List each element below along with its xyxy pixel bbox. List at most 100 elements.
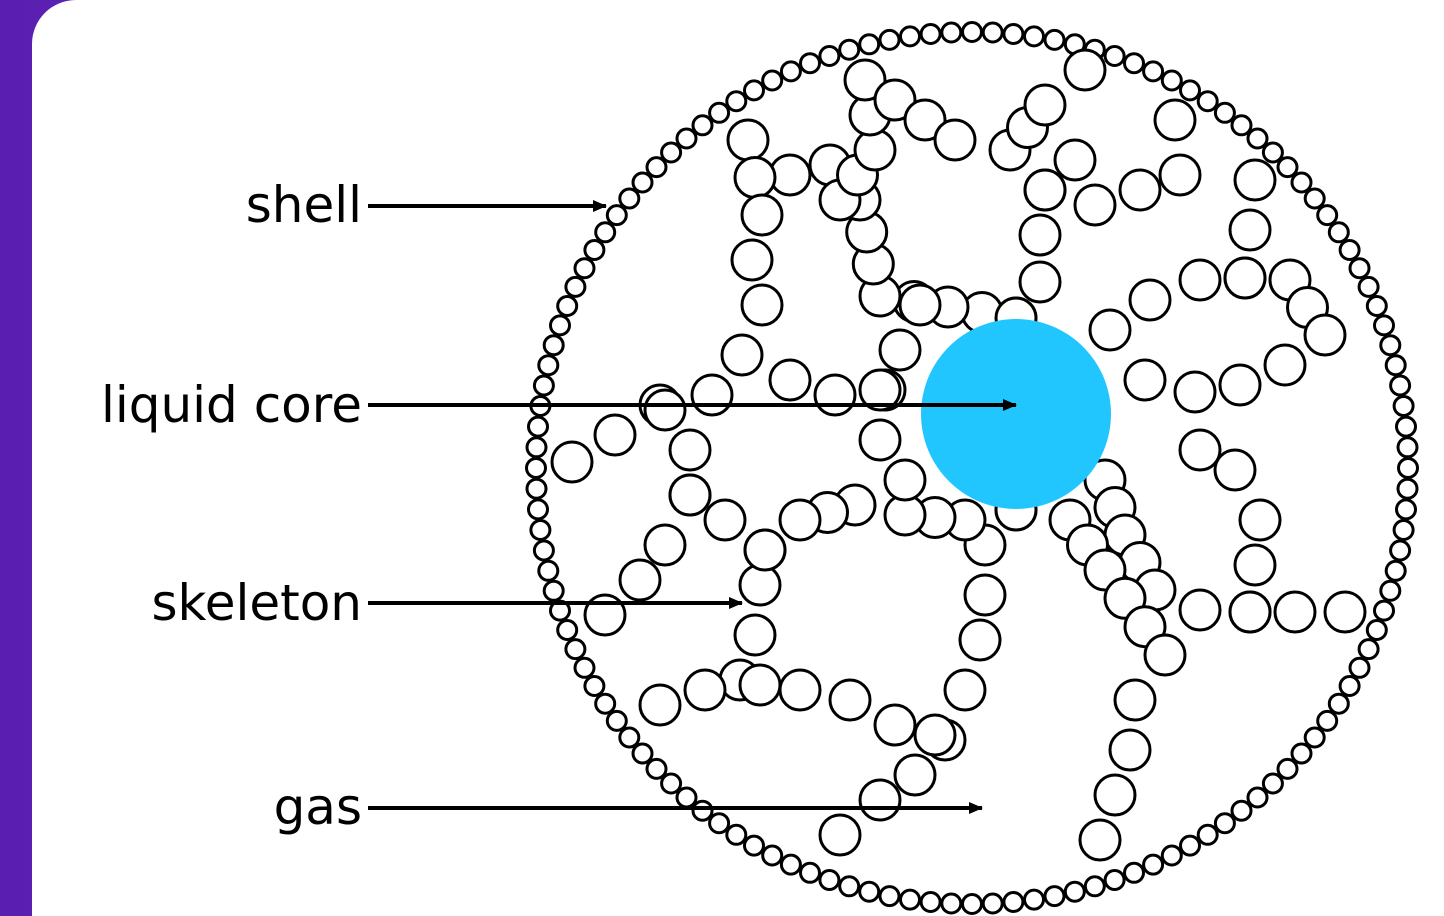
shell-bead [818, 45, 841, 67]
shell-bead [1338, 675, 1361, 697]
skeleton-bead [858, 778, 902, 822]
skeleton-bead [873, 703, 917, 747]
shell-bead [1142, 853, 1165, 876]
shell-bead [532, 374, 555, 397]
skeleton-bead [1178, 588, 1222, 632]
shell-bead [818, 869, 841, 891]
skeleton-bead [1063, 48, 1107, 92]
skeleton-bead [740, 193, 784, 237]
skeleton-bead [1213, 448, 1257, 492]
skeleton-bead [1018, 213, 1062, 257]
skeleton-bead [703, 498, 747, 542]
skeleton-bead [1108, 728, 1152, 772]
shell-bead [743, 834, 765, 857]
skeleton-bead [1173, 370, 1217, 414]
skeleton-bead [643, 388, 687, 432]
shell-bead [940, 892, 963, 915]
shell-bead [1348, 656, 1371, 679]
shell-bead [556, 295, 579, 317]
liquid-core-circle [921, 319, 1111, 509]
shell-bead [1303, 187, 1326, 210]
skeleton-bead [743, 528, 787, 572]
skeleton-bead [1143, 633, 1187, 677]
shell-bead [549, 314, 571, 337]
skeleton-bead [1018, 260, 1062, 304]
shell-bead [645, 156, 668, 179]
shell-bead [1276, 757, 1299, 780]
shell-bead [1196, 90, 1219, 113]
shell-bead [1303, 726, 1326, 749]
shell-bead [542, 334, 565, 357]
skeleton-bead [1118, 168, 1162, 212]
shell-bead [1392, 519, 1415, 541]
shell-bead [838, 875, 861, 898]
skeleton-label: skeleton [151, 574, 362, 632]
skeleton-bead [618, 558, 662, 602]
shell-bead [1338, 239, 1361, 261]
shell-bead [1389, 374, 1412, 397]
shell-bead [799, 861, 821, 884]
shell-bead [1179, 79, 1201, 102]
skeleton-bead [1238, 498, 1282, 542]
shell-bead [1365, 619, 1388, 641]
shell-label: shell [246, 176, 362, 234]
skeleton-bead [1178, 428, 1222, 472]
shell-bead [981, 21, 1004, 44]
shell-bead [1395, 498, 1417, 521]
shell-bead [583, 675, 606, 697]
shell-bead [1246, 786, 1269, 809]
shell-bead [1123, 861, 1145, 884]
skeleton-bead [733, 156, 777, 199]
shell-bead [525, 436, 548, 459]
skeleton-bead [1273, 590, 1317, 634]
shell-bead [761, 844, 784, 867]
skeleton-bead [883, 458, 927, 502]
shell-bead [675, 786, 698, 809]
shell-bead [1392, 395, 1415, 417]
skeleton-bead [1078, 818, 1122, 862]
skeleton-bead [1223, 256, 1267, 300]
shell-bead [1348, 257, 1371, 280]
skeleton-bead [1128, 278, 1172, 322]
skeleton-bead [1323, 590, 1367, 634]
shell-bead [1290, 742, 1313, 765]
shell-bead [645, 757, 668, 780]
shell-bead [1327, 692, 1350, 715]
shell-bead [1316, 709, 1339, 732]
skeleton-bead [550, 440, 594, 484]
skeleton-bead [818, 813, 862, 857]
skeleton-bead [593, 413, 637, 457]
shell-bead [799, 52, 821, 75]
shell-bead [899, 888, 921, 911]
shell-bead [1316, 204, 1339, 227]
shell-bead [1246, 127, 1269, 150]
shell-bead [1043, 885, 1066, 908]
skeleton-bead [873, 78, 917, 122]
skeleton-bead [720, 333, 764, 377]
shell-bead [529, 519, 552, 541]
shell-bead [564, 638, 587, 661]
shell-bead [1063, 880, 1086, 903]
shell-bead [583, 239, 606, 261]
shell-bead [1379, 334, 1402, 357]
shell-bead [1384, 354, 1407, 377]
shell-bead [779, 60, 802, 83]
skeleton-bead [813, 373, 857, 417]
skeleton-bead [898, 283, 942, 327]
shell-bead [631, 742, 654, 765]
skeleton-bead [1113, 678, 1157, 722]
skeleton-bead [733, 613, 777, 657]
shell-bead [961, 893, 983, 915]
shell-bead [1196, 823, 1219, 846]
shell-bead [940, 21, 963, 44]
shell-bead [1396, 436, 1419, 459]
skeleton-bead [1303, 313, 1347, 357]
skeleton-bead [858, 368, 902, 412]
shell-bead [1373, 314, 1395, 337]
skeleton-bead [1218, 363, 1262, 407]
shell-bead [1230, 114, 1253, 137]
shell-bead [605, 709, 628, 732]
shell-bead [1213, 101, 1236, 124]
shell-bead [1002, 23, 1025, 45]
